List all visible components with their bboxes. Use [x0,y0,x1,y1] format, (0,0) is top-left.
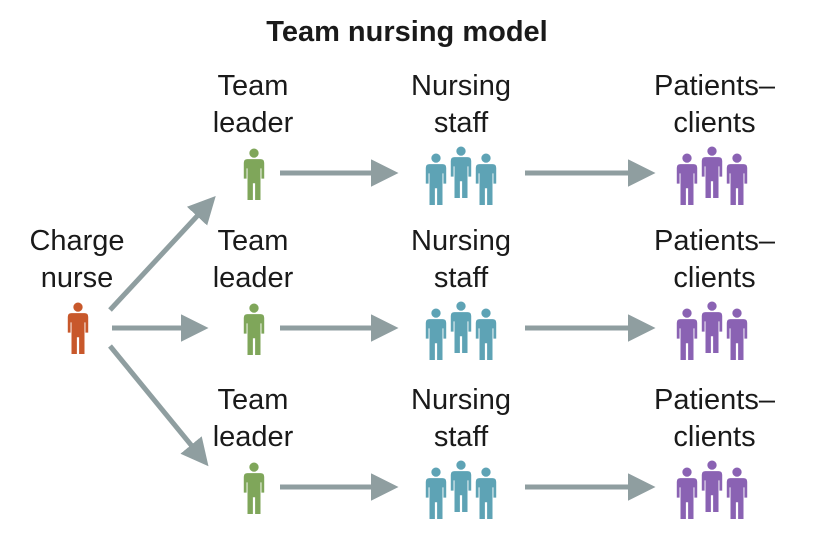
arrow-charge-to-leader-3 [108,344,209,467]
patients-label-1: Patients– clients [654,70,775,139]
nursing-staff-label-2: Nursing staff [411,225,511,294]
patients-label-2: Patients– clients [654,225,775,294]
patients-icon-2 [676,301,748,360]
charge-nurse-icon [67,302,89,354]
nursing-staff-icon-1 [425,146,497,205]
patients-icon-3 [676,460,748,519]
team-leader-label-3: Team leader [212,384,294,453]
team-leader-icon-3 [243,462,265,514]
team-leader-label-2: Team leader [212,225,294,294]
nursing-staff-label-3: Nursing staff [411,384,511,453]
nursing-staff-icon-2 [425,301,497,360]
nursing-staff-label-1: Nursing staff [411,70,511,139]
charge-nurse-label: Charge nurse [29,225,125,294]
patients-icon-1 [676,146,748,205]
team-leader-icon-1 [243,148,265,200]
diagram-title: Team nursing model [266,16,548,48]
nursing-staff-icon-3 [425,460,497,519]
team-leader-icon-2 [243,303,265,355]
arrow-charge-to-leader-1 [108,195,216,312]
team-leader-label-1: Team leader [212,70,294,139]
patients-label-3: Patients– clients [654,384,775,453]
